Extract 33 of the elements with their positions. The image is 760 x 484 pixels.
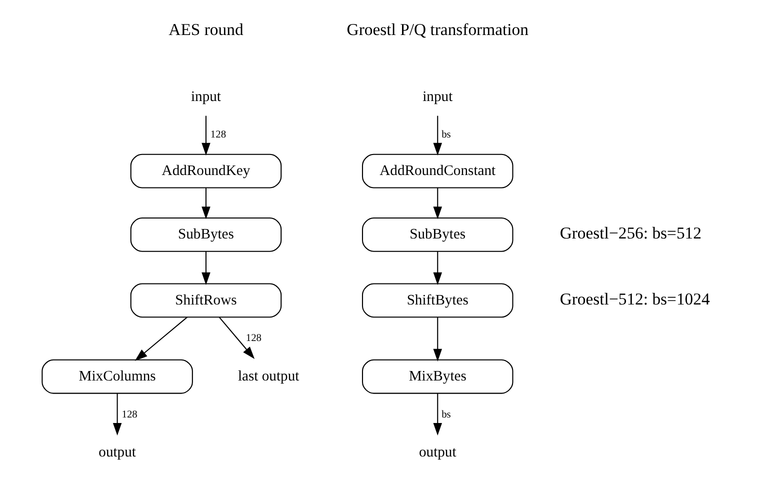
- edge-label: bs: [441, 130, 450, 141]
- edge-label: 128: [210, 130, 226, 141]
- node-text: input: [422, 88, 452, 105]
- arrow: [432, 116, 442, 156]
- node-box: ShiftBytes: [361, 283, 513, 318]
- edge-label: 128: [245, 333, 262, 344]
- node-text: output: [98, 444, 136, 461]
- arrow: [112, 393, 122, 436]
- arrow: [201, 251, 210, 285]
- label: Groestl−256: bs=512: [559, 224, 701, 243]
- label: Groestl−512: bs=1024: [559, 289, 710, 308]
- node-box: ShiftRows: [130, 283, 282, 318]
- node-text: input: [190, 88, 220, 105]
- arrow: [201, 188, 210, 220]
- arrow: [432, 251, 442, 285]
- label: Groestl P/Q transformation: [346, 20, 528, 40]
- label: AES round: [168, 20, 243, 40]
- node-text: output: [418, 444, 456, 461]
- node-box: SubBytes: [130, 217, 282, 252]
- arrow: [432, 393, 442, 436]
- edge-label: bs: [441, 409, 450, 420]
- arrow: [432, 317, 442, 362]
- edge-label: 128: [121, 409, 137, 420]
- node-box: MixColumns: [41, 359, 192, 394]
- arrow: [432, 188, 442, 220]
- arrow: [218, 316, 254, 359]
- node-box: AddRoundConstant: [361, 154, 513, 188]
- node-box: SubBytes: [361, 217, 513, 252]
- node-box: AddRoundKey: [130, 154, 282, 188]
- node-text: last output: [237, 368, 299, 384]
- node-box: MixBytes: [361, 359, 513, 394]
- arrow: [201, 116, 210, 156]
- arrow: [134, 316, 188, 361]
